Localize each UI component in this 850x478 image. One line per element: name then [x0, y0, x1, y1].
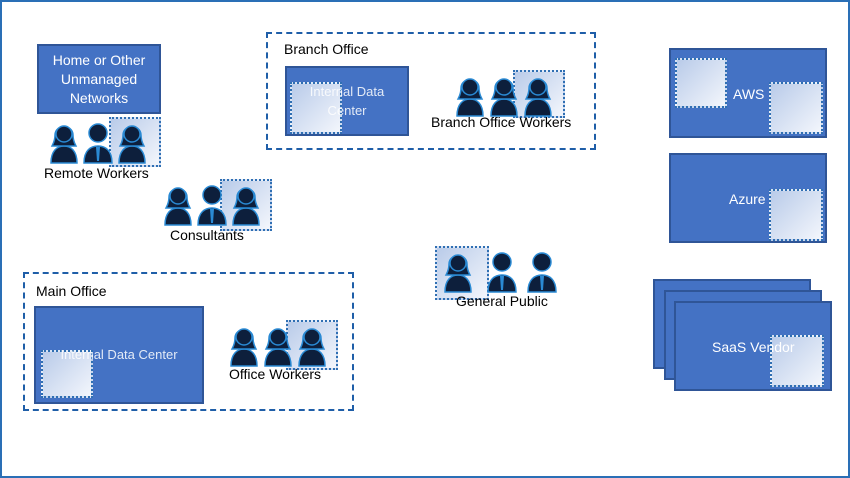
office-workers-label: Office Workers: [229, 366, 322, 382]
consultants-label: Consultants: [170, 227, 244, 243]
remote-workers-label: Remote Workers: [44, 165, 149, 181]
aws-tile-right: [769, 82, 823, 134]
main-office-title: Main Office: [36, 283, 107, 299]
remote-workers-icon: [50, 123, 146, 164]
main-datacenter-box: Internal Data Center: [34, 306, 204, 404]
home-networks-box: Home or Other Unmanaged Networks: [37, 44, 161, 114]
office-workers-icon: [230, 328, 326, 367]
consultants-icon: [164, 185, 260, 226]
azure-tile: [769, 189, 823, 241]
general-public-label: General Public: [456, 293, 548, 309]
saas-tile: [770, 335, 824, 387]
home-networks-label: Home or Other Unmanaged Networks: [52, 51, 146, 106]
aws-label: AWS: [733, 86, 765, 102]
branch-datacenter-box: Internal Data Center: [285, 66, 409, 136]
main-datacenter-label: Internal Data Center: [60, 347, 178, 362]
saas-vendor-box: SaaS Vendor: [674, 301, 832, 391]
azure-box: Azure: [669, 153, 827, 243]
branch-datacenter-tile: [290, 82, 342, 134]
branch-office-title: Branch Office: [284, 41, 369, 57]
azure-label: Azure: [729, 191, 766, 207]
saas-label: SaaS Vendor: [712, 339, 795, 355]
general-public-icon: [444, 252, 557, 293]
branch-datacenter-label: Internal Data Center: [309, 84, 385, 118]
aws-tile-left: [675, 58, 727, 108]
main-office-group: [23, 272, 354, 411]
branch-workers-label: Branch Office Workers: [431, 114, 572, 130]
aws-box: AWS: [669, 48, 827, 138]
main-datacenter-tile: [41, 350, 93, 398]
branch-workers-icon: [456, 78, 552, 117]
branch-office-group: [266, 32, 596, 150]
